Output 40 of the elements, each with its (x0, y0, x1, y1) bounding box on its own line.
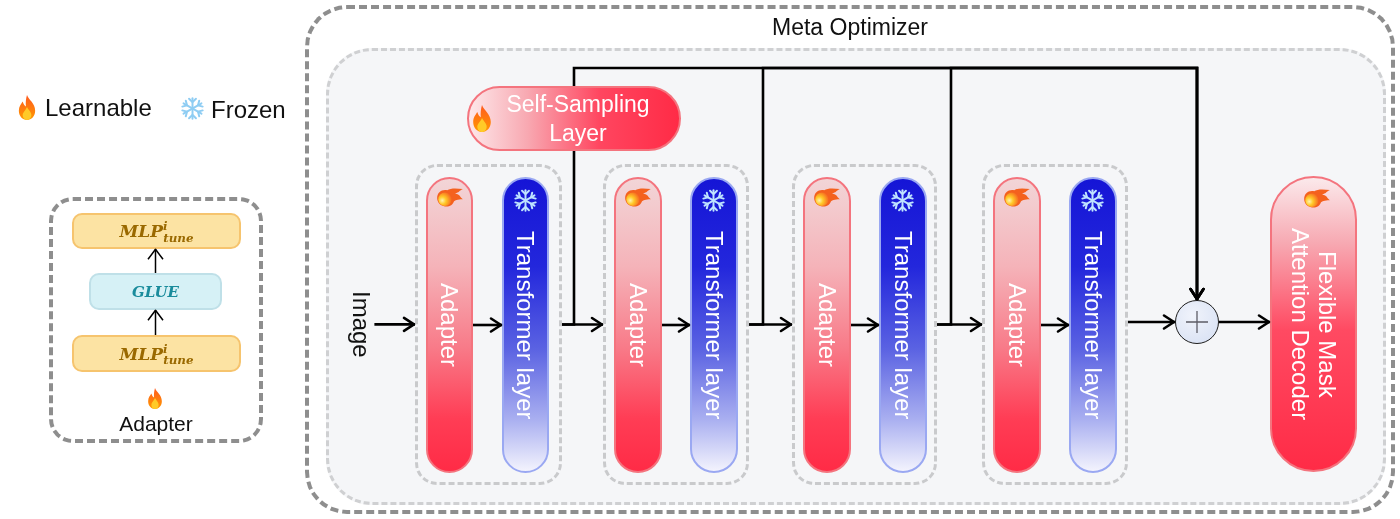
block-label: Transformer layer (511, 230, 540, 420)
sum-circle (1175, 300, 1219, 344)
arrow (147, 248, 164, 274)
transformer-block (879, 177, 927, 473)
block-label: Adapter (813, 282, 841, 368)
arrow (147, 309, 164, 336)
block-label: Adapter (435, 282, 464, 368)
block-label: Adapter (119, 412, 193, 436)
arrow (662, 317, 691, 333)
arrow (1219, 314, 1271, 330)
block-label: Flexible Mask Attention Decoder (1285, 226, 1342, 423)
transformer-block (502, 177, 549, 473)
dashed-group (415, 164, 562, 485)
dashed-group (982, 164, 1128, 485)
block-label: Transformer layer (889, 230, 917, 420)
arrow (1128, 314, 1176, 330)
dashed-group (792, 164, 937, 485)
block-label: Transformer layer (700, 230, 728, 420)
arrow (1041, 317, 1070, 333)
frame-title: Meta Optimizer (772, 14, 928, 41)
block-label: Adapter (1003, 282, 1031, 368)
adapter-block (614, 177, 662, 473)
dashed-frame (49, 197, 263, 443)
arrow (851, 317, 880, 333)
arrow (937, 66, 1205, 326)
transformer-block (1069, 177, 1117, 473)
legend-label: Frozen (211, 96, 286, 124)
block-label: Adapter (624, 282, 652, 368)
glue-block: GLUE (89, 273, 222, 310)
arrow (374, 316, 416, 333)
dashed-group (603, 164, 749, 485)
adapter-block (803, 177, 851, 473)
legend-label: Learnable (45, 94, 152, 122)
transformer-block (690, 177, 738, 473)
adapter-block (993, 177, 1041, 473)
input-label: Image (348, 291, 375, 358)
adapter-block (426, 177, 473, 473)
connector-line (562, 151, 576, 326)
block-label: Transformer layer (1079, 230, 1107, 420)
arrow (473, 317, 503, 333)
